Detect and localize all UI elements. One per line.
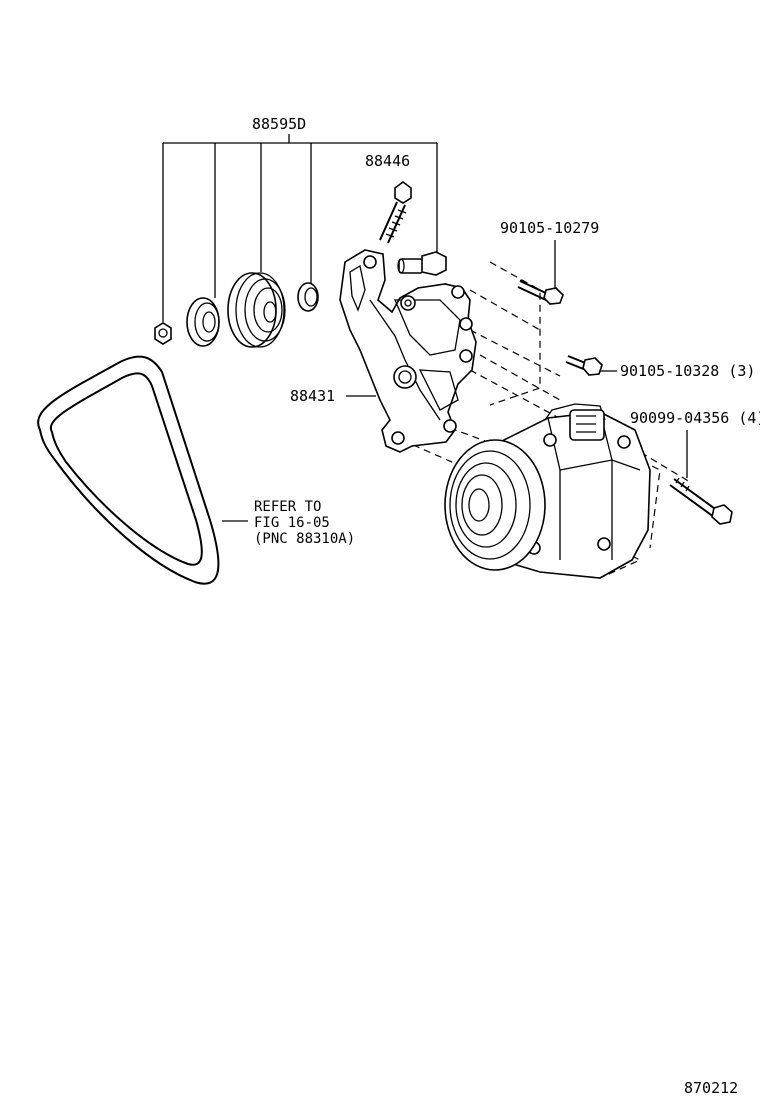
adjusting-bolt <box>379 181 412 244</box>
belt-reference-note: REFER TO FIG 16-05 (PNC 88310A) <box>222 499 355 547</box>
belt-note-line1: REFER TO <box>254 499 321 515</box>
label-90105-10279: 90105-10279 <box>500 219 599 237</box>
label-88446: 88446 <box>365 152 410 170</box>
pivot-stud <box>397 251 447 276</box>
label-88595d: 88595D <box>252 115 306 133</box>
label-90099-04356: 90099-04356 (4) <box>630 409 760 427</box>
spacer <box>297 282 319 312</box>
belt-note-line3: (PNC 88310A) <box>254 531 355 547</box>
callout-88431: 88431 <box>290 387 376 405</box>
bolt-90099-04356 <box>669 477 733 525</box>
idler-pulley <box>227 272 286 348</box>
belt-note-line2: FIG 16-05 <box>254 515 330 531</box>
callout-90099-04356: 90099-04356 (4) <box>630 409 760 478</box>
nut <box>154 322 172 345</box>
label-88431: 88431 <box>290 387 335 405</box>
label-90105-10328: 90105-10328 (3) <box>620 362 755 380</box>
ac-compressor <box>444 403 651 579</box>
callout-88595d: 88595D <box>162 115 438 322</box>
mounting-bracket <box>339 249 477 453</box>
callout-88446: 88446 <box>365 152 410 170</box>
bolt-90105-10279 <box>517 280 564 305</box>
drive-belt <box>37 355 220 585</box>
callout-90105-10328: 90105-10328 (3) <box>600 362 755 380</box>
bolt-90105-10328 <box>565 355 603 376</box>
figure-number: 870212 <box>684 1079 738 1097</box>
bearing <box>186 297 220 347</box>
callout-90105-10279: 90105-10279 <box>500 219 599 288</box>
